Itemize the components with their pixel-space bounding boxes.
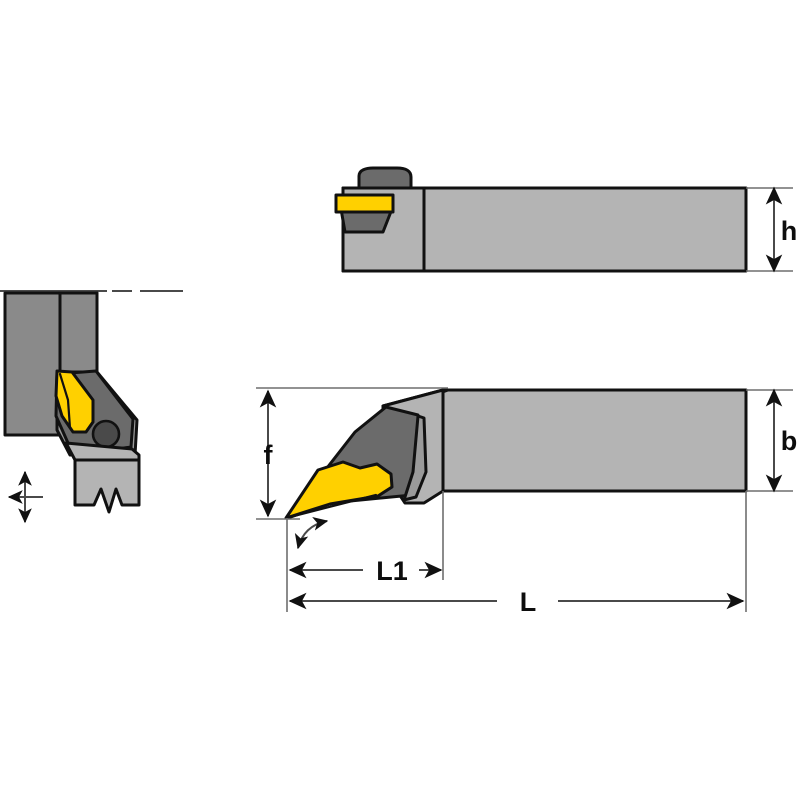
dimension-label-h: h — [781, 216, 798, 246]
side-view-shank — [441, 388, 748, 493]
lead-angle-indicator — [294, 516, 329, 550]
end-view-base-block — [73, 458, 141, 514]
dimension-label-f: f — [264, 440, 274, 470]
end-view-lower-body — [64, 441, 141, 462]
top-view: h — [334, 166, 798, 273]
dimension-label-l1: L1 — [376, 556, 408, 586]
side-view-insert-edge-band — [284, 493, 378, 520]
dimension-b: b — [746, 388, 798, 493]
dimension-l: L — [288, 587, 745, 617]
side-view: f b L1 — [256, 387, 798, 617]
end-view-screw-hole — [91, 419, 121, 449]
end-view-insert-edge — [58, 372, 72, 430]
end-view — [0, 290, 183, 524]
end-view-shank-step — [58, 291, 99, 374]
dimension-label-b: b — [781, 426, 798, 456]
dimension-l1: L1 — [288, 556, 443, 586]
dimension-label-l: L — [520, 587, 537, 617]
side-view-insert — [284, 460, 394, 520]
end-view-insert — [54, 369, 95, 434]
side-view-seat — [402, 414, 428, 502]
top-view-insert — [334, 193, 395, 214]
dimension-h: h — [746, 186, 798, 273]
dimension-f: f — [256, 387, 448, 520]
feed-direction-indicator — [7, 470, 43, 524]
top-view-clamp — [357, 166, 413, 190]
